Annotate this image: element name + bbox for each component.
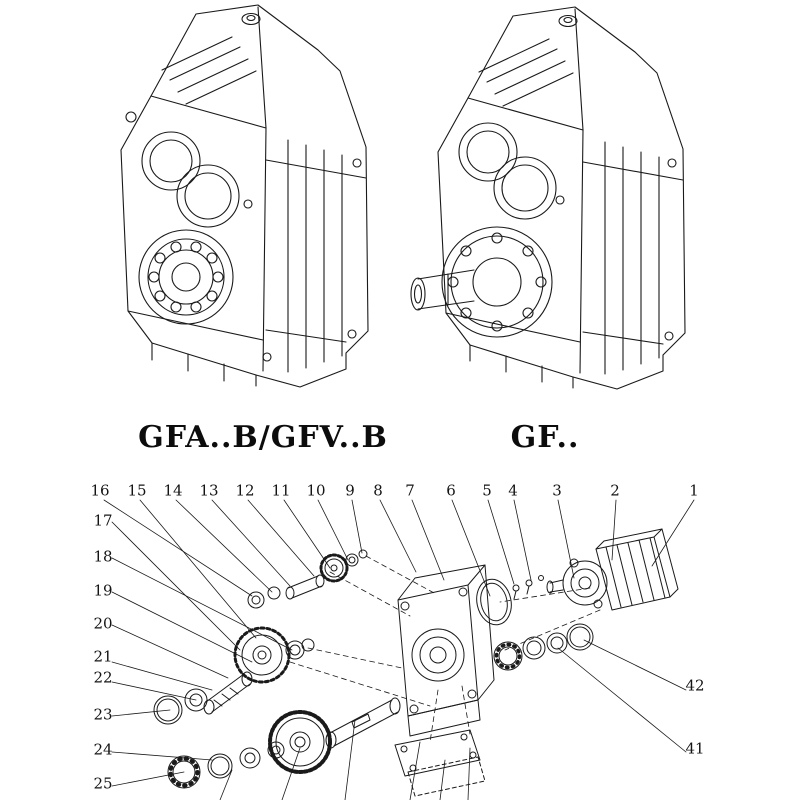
- callout-21: 21: [93, 647, 113, 666]
- leader-lines-right: [557, 639, 687, 753]
- callout-3: 3: [552, 481, 562, 500]
- gear-housing: [397, 564, 495, 737]
- callout-9: 9: [345, 481, 355, 500]
- callout-14: 14: [163, 481, 183, 500]
- callout-17: 17: [93, 511, 113, 530]
- model-label-gfab: GFA..B/GFV..B: [138, 420, 388, 455]
- callout-2: 2: [610, 481, 620, 500]
- input-motor-unit: [546, 528, 679, 611]
- callout-8: 8: [373, 481, 383, 500]
- callout-22: 22: [93, 668, 113, 687]
- assembly-axis-lines: [289, 555, 601, 743]
- intermediate-gear-parts: [153, 626, 315, 725]
- callout-5: 5: [482, 481, 492, 500]
- leader-lines-bottom: [219, 719, 471, 800]
- leader-lines-top: [103, 499, 695, 639]
- callout-11: 11: [271, 481, 291, 500]
- callout-23: 23: [93, 705, 113, 724]
- input-side-parts: [476, 575, 594, 671]
- callout-4: 4: [508, 481, 518, 500]
- gearbox-gfab-drawing: [120, 4, 369, 388]
- callout-25: 25: [93, 774, 113, 793]
- callout-19: 19: [93, 581, 113, 600]
- leader-lines-left: [111, 521, 293, 787]
- callout-10: 10: [306, 481, 326, 500]
- callout-18: 18: [93, 547, 113, 566]
- model-label-gf: GF..: [510, 420, 580, 455]
- exploded-view-drawing: [103, 499, 695, 800]
- countershaft-parts: [247, 549, 368, 609]
- callout-20: 20: [93, 614, 113, 633]
- callout-42: 42: [685, 676, 705, 695]
- output-shaft-parts: [167, 697, 401, 789]
- callout-15: 15: [127, 481, 147, 500]
- callout-1: 1: [689, 481, 699, 500]
- callout-13: 13: [199, 481, 219, 500]
- gearbox-gf-drawing: [410, 6, 686, 390]
- callout-7: 7: [405, 481, 415, 500]
- bottom-cover-parts: [394, 729, 486, 797]
- callout-6: 6: [446, 481, 456, 500]
- callout-24: 24: [93, 740, 113, 759]
- callout-41: 41: [685, 739, 705, 758]
- callout-12: 12: [235, 481, 255, 500]
- callout-16: 16: [90, 481, 110, 500]
